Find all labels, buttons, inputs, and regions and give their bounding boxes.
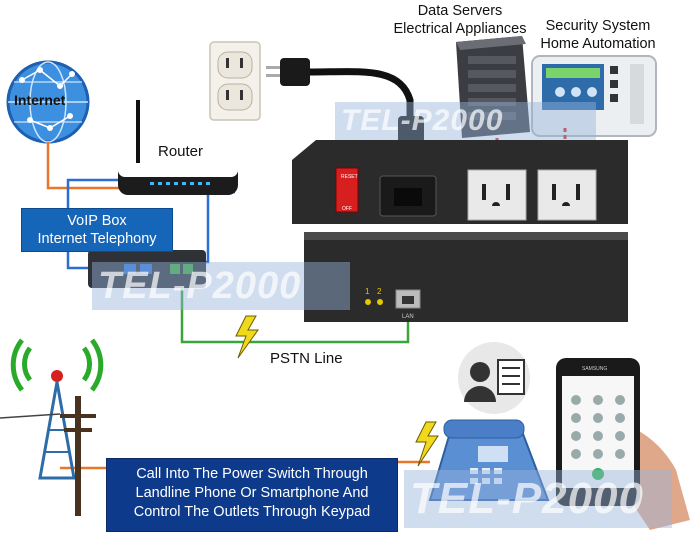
desk-phone-icon [428,419,550,501]
watermark-mid: TEL-P2000 [335,102,596,140]
watermark-bottom: TEL-P2000 [404,470,672,528]
off-label: OFF [342,206,352,212]
pstn-link-line [180,276,410,344]
voip-box-title: VoIP Box [67,213,127,229]
internet-label: Internet [14,92,66,108]
watermark-left: TEL-P2000 [92,262,350,310]
reset-label: RESET [341,174,358,180]
internet-link-line [46,142,120,190]
radio-tower-icon [10,338,104,480]
voip-box-subtitle: Internet Telephony [37,231,157,247]
electrical-appliances-line: Electrical Appliances [393,21,527,37]
lan-link-line-right [200,190,235,264]
caption-line-3: Control The Outlets Through Keypad [133,504,371,520]
data-server-icon [456,36,530,138]
voip-box-icon [88,250,206,288]
lightning-bolt-icon [235,315,259,359]
power-switch-outlets-unit [292,140,628,224]
home-automation-line: Home Automation [540,36,656,52]
internet-globe-icon [6,60,90,144]
instruction-caption: Call Into The Power Switch Through Landl… [106,458,398,532]
caption-line-1: Call Into The Power Switch Through [136,466,368,482]
lightning-bolt-icon [415,421,439,467]
data-servers-line: Data Servers [417,3,503,19]
led-2-label: 2 [377,287,382,296]
router-icon [118,100,238,195]
security-panel-icon [531,55,657,137]
operator-icon [458,342,530,414]
lan-label: LAN [402,314,414,320]
caption-line-2: Landline Phone Or Smartphone And [135,485,369,501]
security-system-line: Security System [545,18,651,34]
wall-outlet-icon [209,41,261,121]
voip-box-label: VoIP Box Internet Telephony [21,208,173,252]
smartphone-icon [556,358,690,530]
led-1-label: 1 [365,287,370,296]
power-switch-base-unit [304,232,628,322]
telephone-pole-icon [0,396,96,516]
data-servers-label: Data Servers Electrical Appliances [380,2,540,38]
security-system-label: Security System Home Automation [530,17,666,53]
pstn-line-label: PSTN Line [270,350,343,367]
samsung-label: SAMSUNG [582,366,607,372]
router-label: Router [158,143,204,160]
